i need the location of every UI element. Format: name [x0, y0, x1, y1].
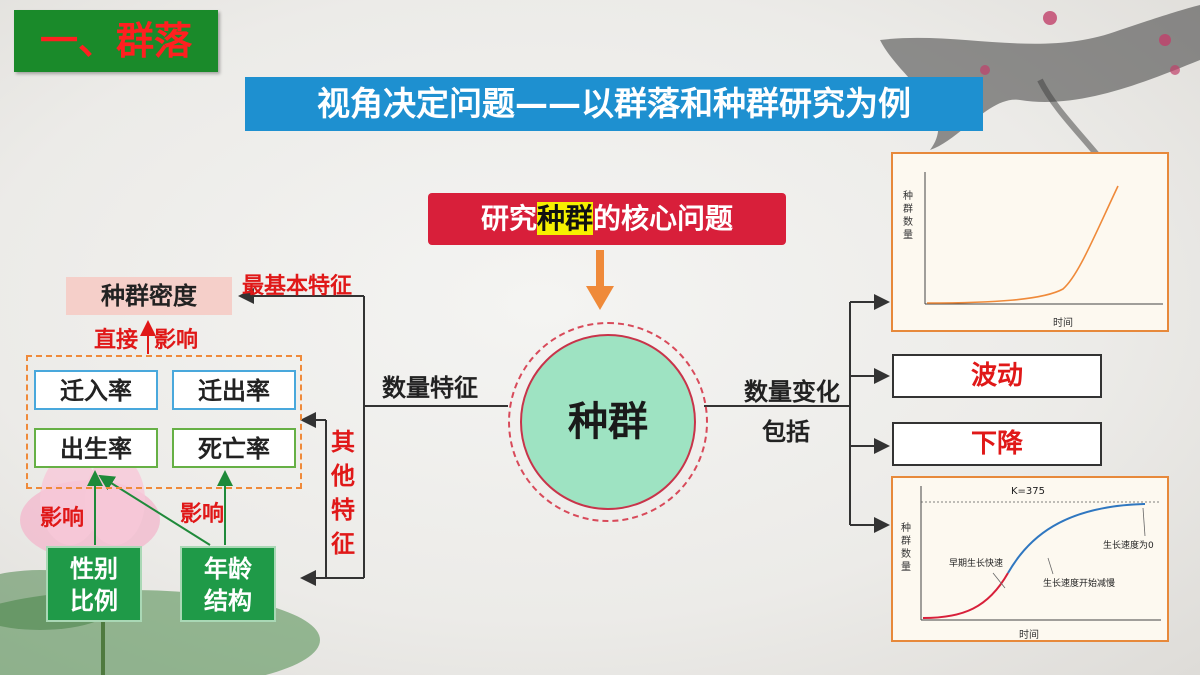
influence-right-label: 影响: [180, 502, 225, 527]
core-question-post: 的核心问题: [593, 202, 734, 235]
core-question: 研究种群的核心问题: [428, 193, 786, 245]
main-title: 视角决定问题——以群落和种群研究为例: [245, 77, 983, 131]
other-features-char: 他: [331, 462, 355, 490]
s-curve-k-label: K=375: [1011, 486, 1046, 497]
sex-ratio-line: 比例: [70, 587, 118, 615]
age-structure-line: 年龄: [204, 555, 252, 583]
section-title: 一、群落: [14, 10, 218, 72]
direct-label: 直接: [94, 328, 139, 353]
s-curve-early: 早期生长快速: [949, 559, 1004, 569]
s-ylabel-char: 数: [901, 549, 911, 560]
center-circle-ring: [508, 322, 708, 522]
j-ylabel-char: 数: [903, 217, 913, 228]
s-curve-slowing: 生长速度开始减慢: [1043, 579, 1116, 589]
other-features-vertical: 其 他 特 征: [326, 425, 360, 561]
includes-label: 包括: [762, 418, 810, 446]
fluctuation-box: 波动: [892, 354, 1102, 398]
center-population: 种群: [520, 334, 696, 510]
population-density-box: 种群密度: [66, 277, 232, 315]
j-curve-plot: [924, 172, 1163, 305]
birth-rate-box: 出生率: [34, 428, 158, 468]
influence-label: 影响: [154, 328, 199, 353]
s-ylabel-char: 种: [901, 523, 911, 534]
s-ylabel-char: 群: [901, 536, 911, 547]
s-curve-xlabel: 时间: [1019, 630, 1039, 641]
other-features-char: 特: [331, 496, 355, 524]
j-curve-xlabel: 时间: [1053, 318, 1073, 329]
sex-ratio-line: 性别: [70, 555, 118, 583]
j-ylabel-char: 种: [903, 191, 913, 202]
death-rate-box: 死亡率: [172, 428, 296, 468]
core-question-pre: 研究: [480, 202, 537, 235]
s-curve-ylabel: 种 群 数 量: [899, 522, 913, 574]
other-features-char: 其: [331, 428, 355, 456]
j-ylabel-char: 群: [903, 204, 913, 215]
immigration-rate-box: 迁入率: [34, 370, 158, 410]
s-curve-plot: [920, 486, 1161, 621]
quantity-features-label: 数量特征: [382, 374, 478, 402]
rates-frame: [26, 355, 302, 489]
s-curve-zero: 生长速度为0: [1103, 541, 1154, 551]
core-question-highlight: 种群: [536, 202, 593, 235]
other-features-char: 征: [331, 530, 355, 558]
most-basic-feature-label: 最基本特征: [242, 274, 353, 299]
sex-ratio-box: 性别 比例: [46, 546, 142, 622]
decline-box: 下降: [892, 422, 1102, 466]
quantity-change-label: 数量变化: [744, 378, 840, 406]
j-curve-chart: 种 群 数 量 时间: [891, 152, 1169, 332]
emigration-rate-box: 迁出率: [172, 370, 296, 410]
age-structure-box: 年龄 结构: [180, 546, 276, 622]
s-ylabel-char: 量: [901, 562, 911, 573]
influence-left-label: 影响: [40, 506, 85, 531]
s-curve-chart: K=375 早期生长快速 生长速度开始减慢 生长速度为0 种 群 数 量 时间: [891, 476, 1169, 642]
j-curve-ylabel: 种 群 数 量: [901, 190, 915, 242]
j-ylabel-char: 量: [903, 230, 913, 241]
age-structure-line: 结构: [204, 587, 252, 615]
